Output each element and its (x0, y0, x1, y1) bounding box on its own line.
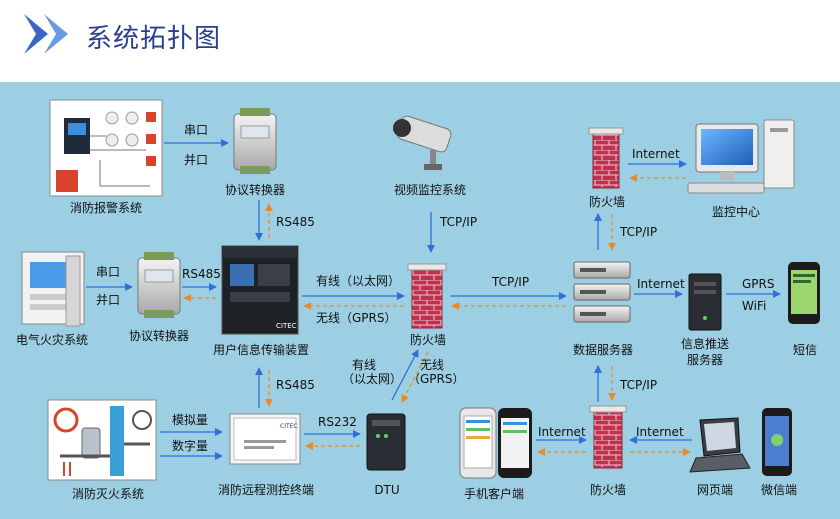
link-wired-mid: 有线（以太网） (316, 273, 400, 288)
link-tcpip-server-bottom: TCP/IP (619, 378, 657, 392)
user-info-device-image: CITEC (221, 245, 299, 335)
user-info-device-label: 用户信息传输装置 (213, 342, 309, 357)
link-internet-mid: Internet (637, 277, 685, 291)
link-digital: 数字量 (172, 438, 208, 453)
protocol-converter-top-image (233, 108, 277, 174)
link-parallel-mid: 并口 (96, 293, 120, 307)
link-wireless-dtu-line1: 无线 (420, 358, 444, 372)
dtu-label: DTU (374, 483, 399, 497)
link-serial-mid: 串口 (96, 265, 120, 279)
mobile-client-label: 手机客户端 (464, 486, 524, 501)
web-client-label: 网页端 (697, 483, 733, 497)
protocol-converter-mid-image (137, 252, 181, 318)
link-serial-top: 串口 (184, 123, 208, 137)
firewall-bottom-image (589, 405, 627, 469)
push-server-label-line2: 服务器 (687, 352, 723, 367)
fire-alarm-system-image (49, 99, 163, 197)
link-rs485-bottom: RS485 (276, 378, 315, 392)
link-tcpip-mid: TCP/IP (491, 275, 529, 289)
dtu-image (366, 413, 406, 471)
wechat-client-image (762, 408, 792, 476)
connectors (86, 139, 781, 460)
link-wired-dtu-line2: （以太网） (342, 371, 402, 386)
link-analog: 模拟量 (172, 413, 208, 427)
link-wifi: WiFi (742, 299, 766, 313)
link-rs232: RS232 (318, 415, 357, 429)
converter-top-label: 协议转换器 (225, 182, 285, 197)
remote-terminal-label: 消防远程测控终端 (218, 482, 314, 497)
sms-label: 短信 (793, 343, 817, 357)
link-internet-bottom-left: Internet (538, 425, 586, 439)
firewall-mid-image (407, 263, 447, 329)
electrical-fire-label: 电气火灾系统 (16, 332, 88, 347)
fire-alarm-label: 消防报警系统 (70, 200, 142, 215)
web-client-image (689, 417, 751, 473)
chevron-right-icon (24, 14, 68, 54)
data-server-image (573, 261, 631, 323)
link-gprs: GPRS (742, 277, 775, 291)
citec-logo-text-terminal: CITEC (280, 423, 298, 430)
video-label: 视频监控系统 (394, 182, 466, 197)
converter-mid-label: 协议转换器 (129, 328, 189, 343)
firewall-mid-label: 防火墙 (410, 332, 446, 347)
electrical-fire-system-image (21, 251, 85, 327)
link-wired-dtu-line1: 有线 (352, 358, 376, 372)
fire-suppression-label: 消防灭火系统 (72, 486, 144, 501)
link-wireless-dtu-line2: （GPRS） (408, 372, 465, 386)
monitor-center-image (687, 119, 795, 194)
sms-phone-image (788, 262, 820, 324)
link-tcpip-video: TCP/IP (439, 215, 477, 229)
firewall-top-image (588, 127, 624, 189)
remote-terminal-image: CITEC (229, 413, 301, 465)
link-wireless-mid: 无线（GPRS） (316, 311, 397, 325)
link-internet-top: Internet (632, 147, 680, 161)
citec-logo-text: CITEC (276, 322, 297, 330)
cctv-camera-image (393, 115, 452, 170)
link-tcpip-server-top: TCP/IP (619, 225, 657, 239)
data-server-label: 数据服务器 (573, 342, 633, 357)
mobile-client-image (459, 407, 532, 479)
monitor-center-label: 监控中心 (712, 204, 760, 219)
push-server-image (688, 273, 722, 331)
page-title: 系统拓扑图 (86, 24, 222, 54)
push-server-label-line1: 信息推送 (681, 336, 729, 351)
wechat-client-label: 微信端 (761, 483, 797, 497)
link-parallel-top: 并口 (184, 153, 208, 167)
link-internet-bottom-right: Internet (636, 425, 684, 439)
firewall-bottom-label: 防火墙 (590, 482, 626, 497)
link-rs485-mid: RS485 (182, 267, 221, 281)
link-rs485-top: RS485 (276, 215, 315, 229)
header: 系统拓扑图 (0, 0, 840, 82)
firewall-top-label: 防火墙 (589, 194, 625, 209)
fire-suppression-system-image (47, 399, 157, 481)
